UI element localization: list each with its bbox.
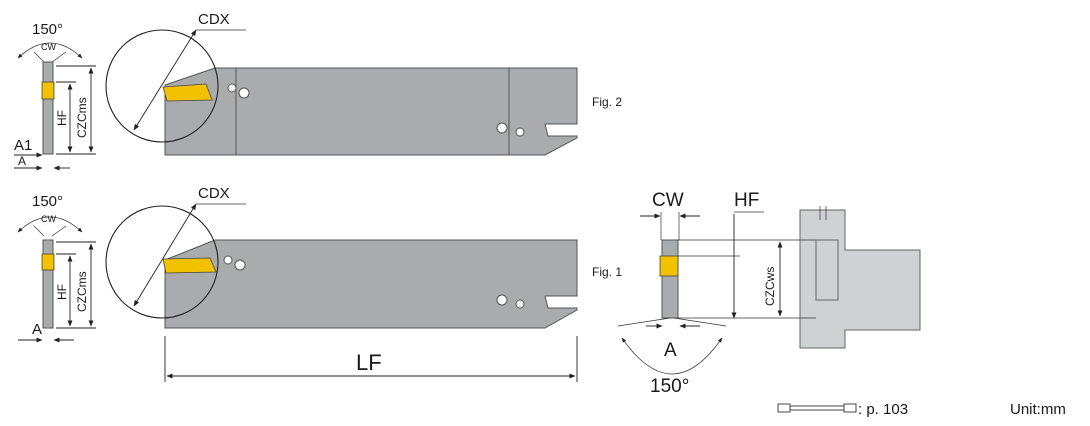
cw-label-2: CW	[41, 214, 56, 224]
fig1-label: Fig. 1	[592, 265, 622, 279]
setup-view: CW HF CZCws A 150°	[617, 190, 921, 397]
fig2-label: Fig. 2	[592, 95, 622, 109]
cdx-label-top: CDX	[198, 11, 230, 28]
czcms-label: CZCms	[75, 97, 89, 138]
fig1-holder: CDX Fig. 1 LF	[105, 185, 622, 382]
angle-label-setup: 150°	[650, 376, 689, 397]
a-label-2: A	[32, 321, 42, 338]
czcws-label: CZCws	[763, 267, 777, 306]
insert-end	[41, 81, 55, 100]
unit-label: Unit:mm	[1010, 401, 1066, 418]
hf-label: HF	[55, 110, 69, 126]
fig2-holder: CDX Fig. 2	[105, 11, 622, 156]
page-ref: : p. 103	[777, 401, 908, 418]
fig2-end-view: 150° CW HF CZCms A1 A	[14, 21, 96, 171]
insert-end-2	[41, 253, 55, 271]
insert-setup	[659, 255, 679, 277]
insert-top	[162, 83, 213, 102]
a-label: A	[18, 154, 26, 168]
cw-label-setup: CW	[652, 190, 684, 211]
lf-label: LF	[356, 350, 382, 375]
czcms-label-2: CZCms	[75, 271, 89, 312]
insert-mid	[162, 257, 217, 274]
blade-end	[42, 61, 54, 155]
angle-label-2: 150°	[32, 193, 63, 210]
cdx-label-mid: CDX	[198, 185, 230, 202]
page-ref-text: : p. 103	[858, 401, 908, 418]
cw-label: CW	[41, 42, 56, 52]
blade-end-2	[42, 239, 54, 329]
hf-label-setup: HF	[734, 190, 759, 211]
hf-label-2: HF	[55, 284, 69, 300]
a-label-setup: A	[664, 340, 677, 361]
a1-label: A1	[14, 137, 32, 154]
fig1-end-view: 150° CW HF CZCms A	[17, 193, 96, 343]
angle-label: 150°	[32, 21, 63, 38]
